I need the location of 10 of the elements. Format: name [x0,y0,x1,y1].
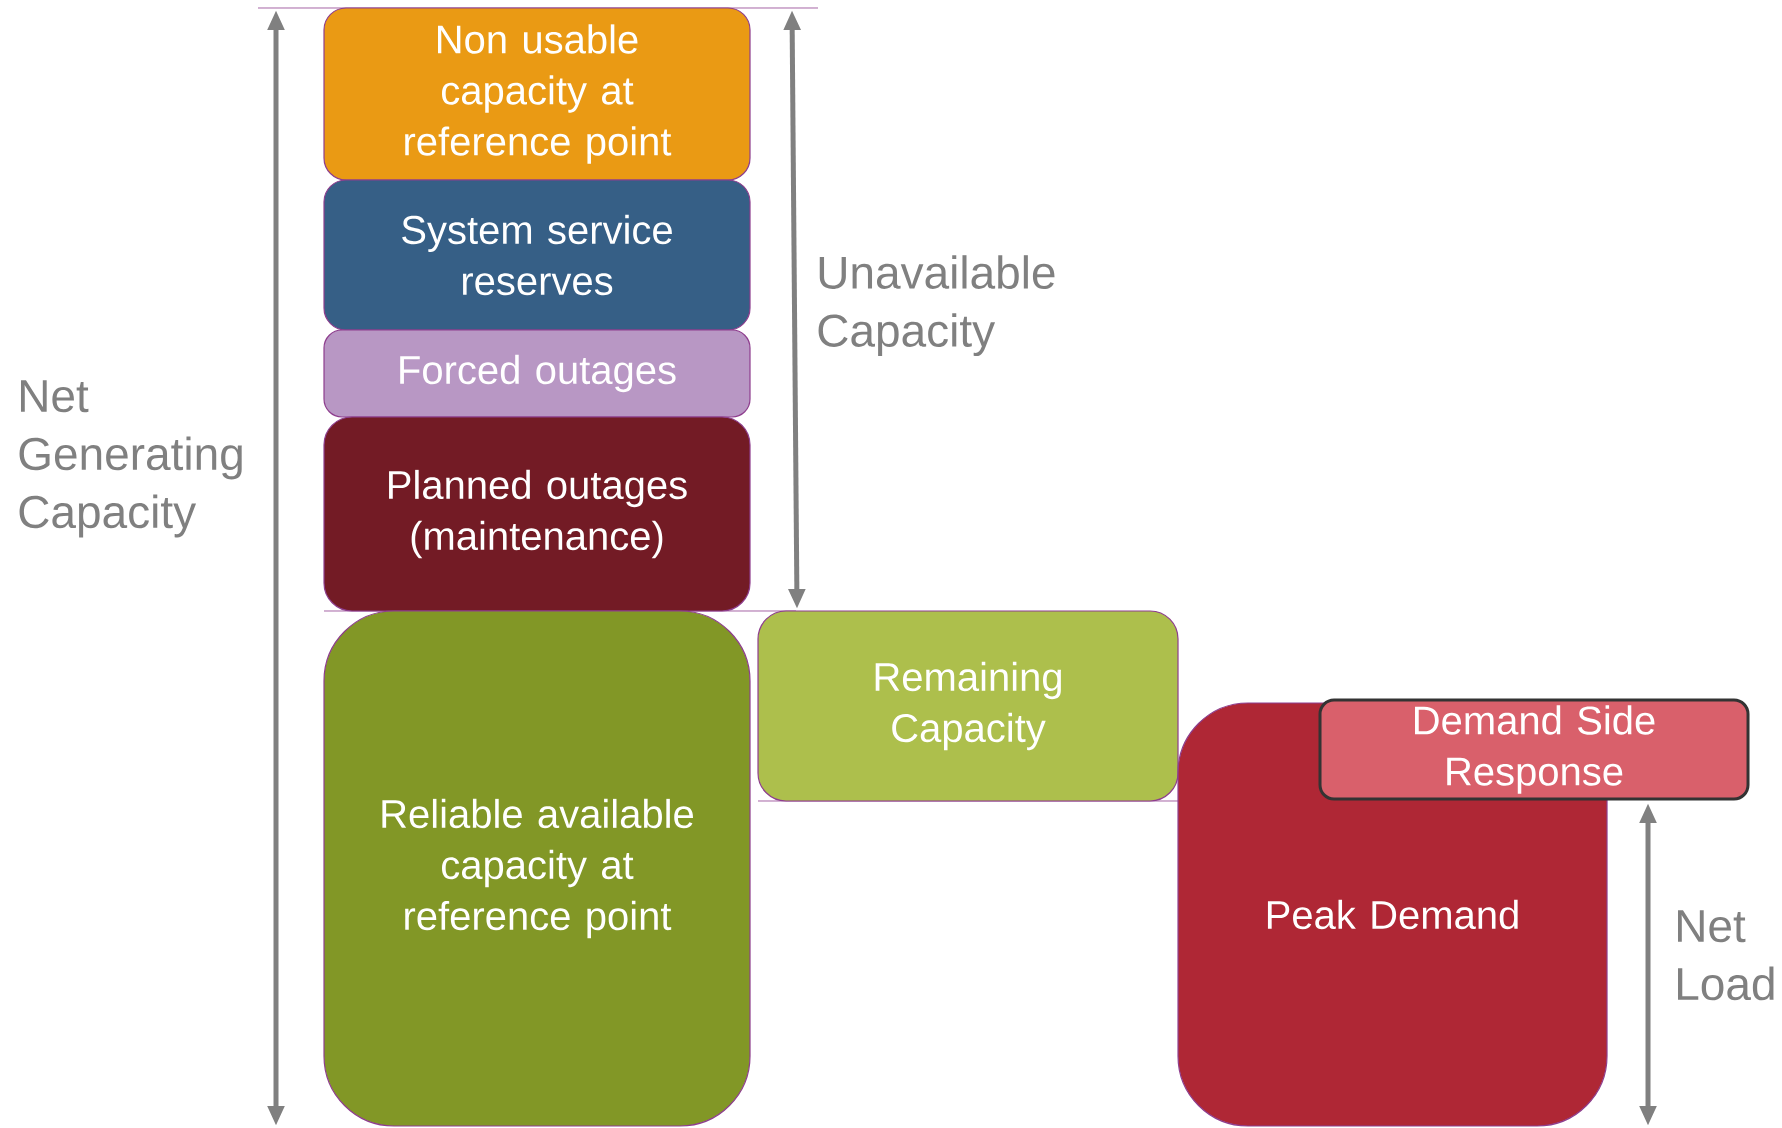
capacity-block: Remaining Capacity [757,610,1179,802]
demand-block: Demand Side Response [1318,698,1750,801]
dimension-label: Unavailable Capacity [818,255,1055,357]
dimension-label: Net Load [1678,910,1774,1001]
dimension-label: Net Generating Capacity [19,380,242,538]
capacity-block: Reliable available capacity at reference point [323,610,751,1127]
capacity-block: Planned outages (maintenance) [323,416,751,612]
capacity-block: Non usable capacity at reference point [323,7,751,181]
capacity-block: System service reserves [323,179,751,331]
capacity-block: Forced outages [323,329,751,418]
